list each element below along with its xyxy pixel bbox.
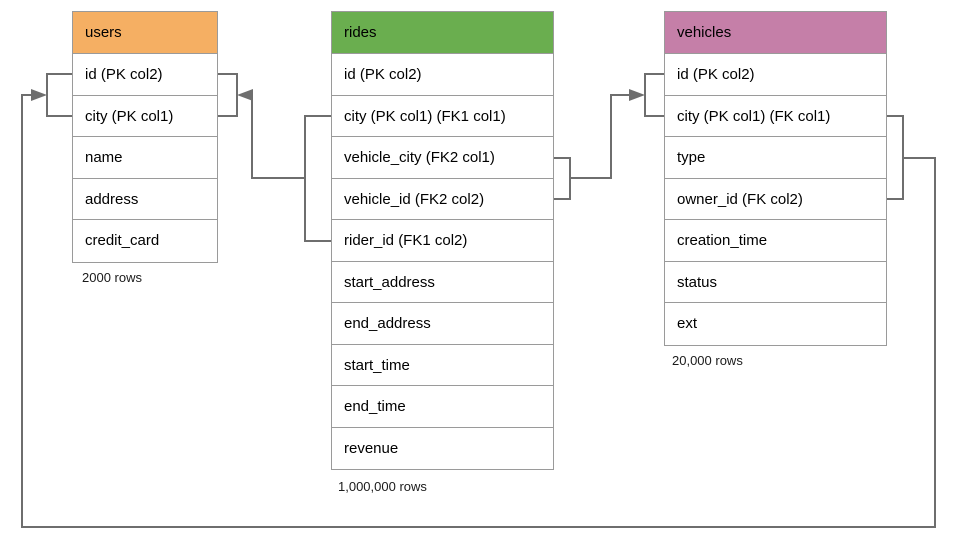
fk-vehicles-bracket [887, 115, 904, 200]
table-rides-row-count: 1,000,000 rows [338, 479, 427, 494]
fk2-connector-line [570, 94, 634, 179]
users-left-bracket [46, 73, 72, 117]
table-users-column-credit-card[interactable]: credit_card [85, 232, 160, 249]
table-rides-column-start-time[interactable]: start_time [332, 345, 553, 386]
table-users[interactable]: users id (PK col2) city (PK col1) name a… [72, 11, 218, 263]
table-vehicles-column-owner-id[interactable]: owner_id (FK col2) [665, 179, 886, 220]
table-vehicles-column-id[interactable]: id (PK col2) [665, 54, 886, 96]
fk-vehicles-users-arrowhead [31, 89, 47, 101]
table-rides-column-end-time[interactable]: end_time [332, 386, 553, 428]
fk1-arrowhead [237, 89, 253, 101]
table-users-column-name[interactable]: name [73, 137, 217, 179]
table-users-column-address[interactable]: address [73, 179, 217, 220]
fk1-rides-bracket [304, 115, 331, 242]
table-vehicles-row-count: 20,000 rows [672, 353, 743, 368]
table-rides-column-id[interactable]: id (PK col2) [332, 54, 553, 96]
table-users-row-count: 2000 rows [82, 270, 142, 285]
table-rides-column-start-address[interactable]: start_address [332, 262, 553, 303]
table-vehicles-column-city[interactable]: city (PK col1) (FK col1) [665, 96, 886, 137]
fk2-rides-bracket [554, 157, 571, 200]
table-rides-column-vehicle-id[interactable]: vehicle_id (FK2 col2) [332, 179, 553, 220]
users-right-bracket [218, 73, 238, 117]
table-users-column-id[interactable]: id (PK col2) [73, 54, 217, 96]
table-rides-header: rides [332, 12, 553, 54]
table-vehicles-column-creation-time[interactable]: creation_time [665, 220, 886, 262]
table-rides[interactable]: rides id (PK col2) city (PK col1) (FK1 c… [331, 11, 554, 470]
vehicles-left-bracket [644, 73, 664, 117]
fk2-arrowhead [629, 89, 645, 101]
table-rides-column-end-address[interactable]: end_address [332, 303, 553, 345]
table-vehicles-column-status[interactable]: status [665, 262, 886, 303]
table-vehicles[interactable]: vehicles id (PK col2) city (PK col1) (FK… [664, 11, 887, 346]
table-rides-column-revenue[interactable]: revenue [344, 439, 399, 457]
table-users-header: users [73, 12, 217, 54]
table-rides-column-city[interactable]: city (PK col1) (FK1 col1) [332, 96, 553, 137]
table-vehicles-column-ext[interactable]: ext [677, 315, 698, 332]
fk1-connector-line [248, 94, 305, 179]
table-rides-column-vehicle-city[interactable]: vehicle_city (FK2 col1) [332, 137, 553, 179]
table-vehicles-header: vehicles [665, 12, 886, 54]
table-rides-column-rider-id[interactable]: rider_id (FK1 col2) [332, 220, 553, 262]
table-vehicles-column-type[interactable]: type [665, 137, 886, 179]
table-users-column-city[interactable]: city (PK col1) [73, 96, 217, 137]
